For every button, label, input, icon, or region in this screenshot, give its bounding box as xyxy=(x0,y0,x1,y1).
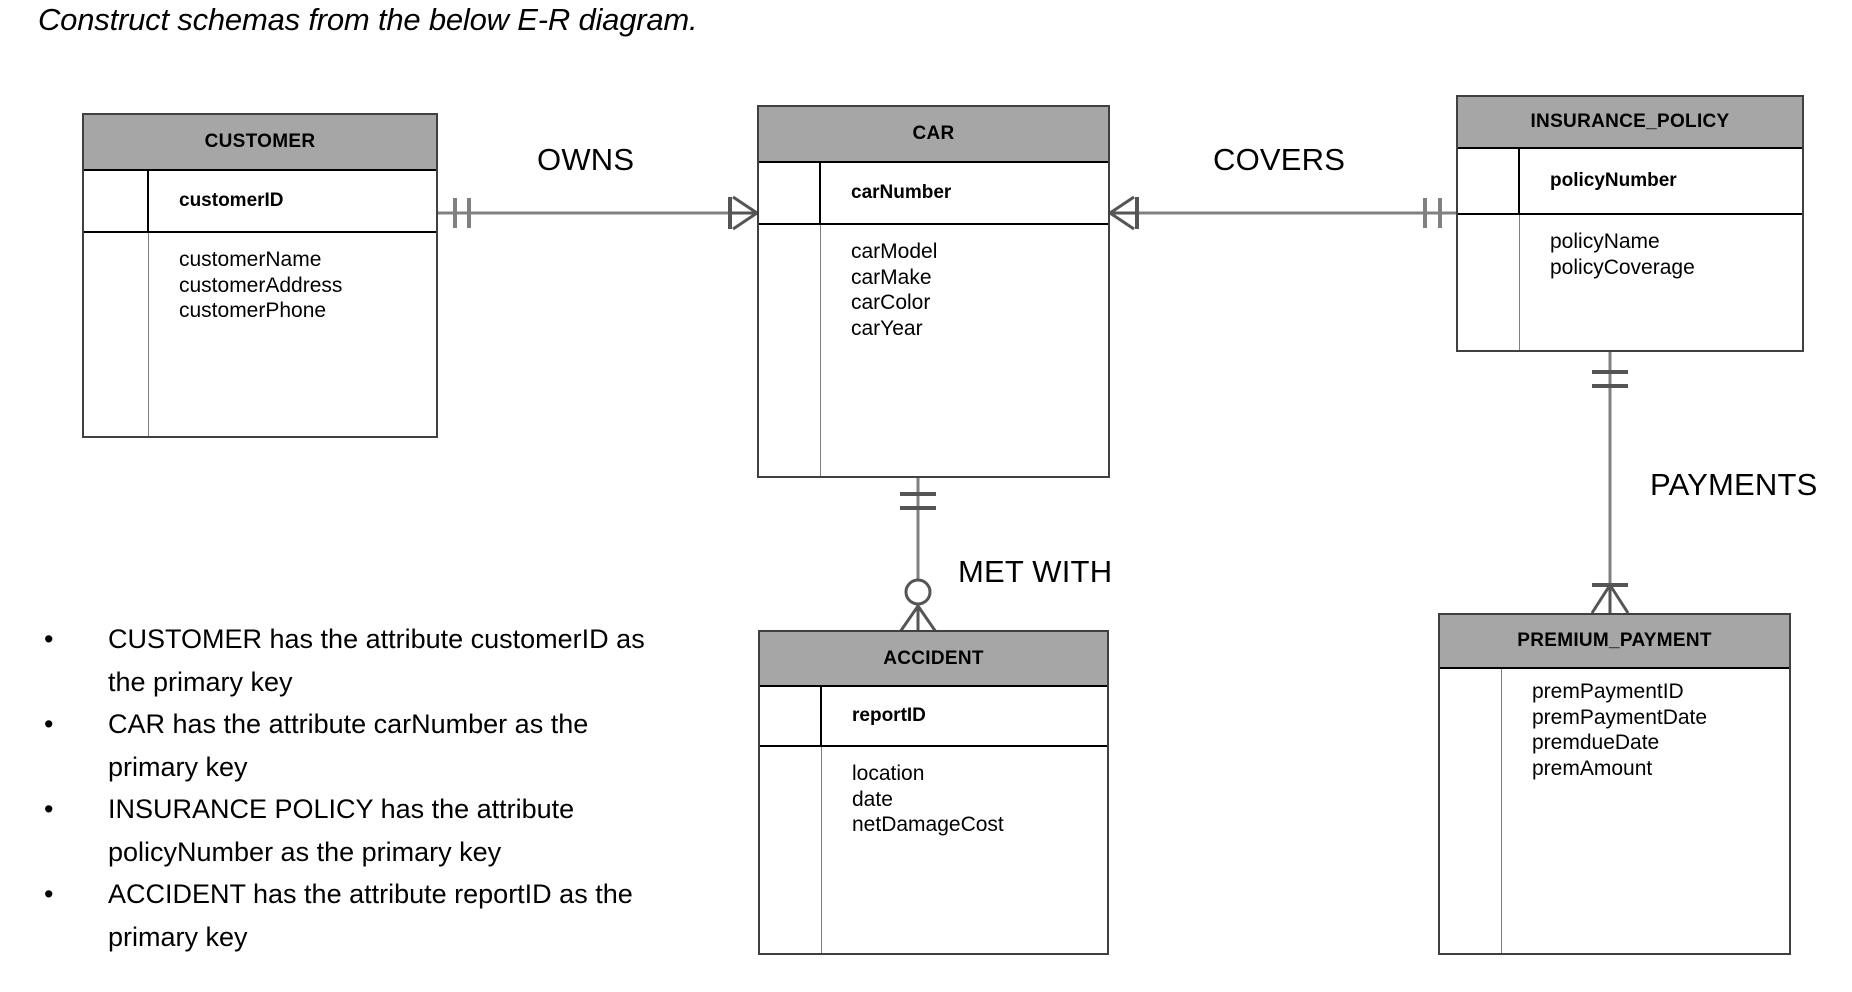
attribute: customerPhone xyxy=(179,299,327,322)
attribute: customerAddress xyxy=(179,273,343,297)
entity-accident-pk-row: reportID xyxy=(760,687,1107,747)
entity-insurance-policy[interactable]: INSURANCE_POLICY policyNumber policyName… xyxy=(1456,95,1804,352)
body-gutter xyxy=(1458,215,1520,350)
attribute: carColor xyxy=(851,291,931,314)
note-text: CUSTOMER has the attribute customerID as… xyxy=(108,624,645,697)
attribute: premPaymentID xyxy=(1532,680,1684,703)
entity-car[interactable]: CAR carNumber carModel carMake carColor … xyxy=(757,105,1110,478)
note-text: CAR has the attribute carNumber as the p… xyxy=(108,709,589,782)
bullet-glyph: • xyxy=(44,624,54,654)
body-gutter xyxy=(1440,669,1502,953)
entity-customer-body: customerName customerAddress customerPho… xyxy=(84,233,436,436)
list-item: • CAR has the attribute carNumber as the… xyxy=(30,703,670,788)
entity-premium-payment-header: PREMIUM_PAYMENT xyxy=(1440,615,1789,669)
connector-met-with xyxy=(898,478,938,633)
entity-customer-pk: customerID xyxy=(179,190,284,211)
entity-accident-pk: reportID xyxy=(852,705,926,726)
note-text: ACCIDENT has the attribute reportID as t… xyxy=(108,879,633,952)
attribute: policyName xyxy=(1550,230,1660,253)
entity-premium-payment-attributes: premPaymentID premPaymentDate premdueDat… xyxy=(1502,669,1707,953)
body-gutter xyxy=(760,747,822,953)
list-item: • CUSTOMER has the attribute customerID … xyxy=(30,618,670,703)
entity-customer-pk-row: customerID xyxy=(84,171,436,233)
entity-car-header: CAR xyxy=(759,107,1108,163)
body-gutter xyxy=(759,225,821,476)
pk-gutter xyxy=(84,171,149,231)
list-item: • INSURANCE POLICY has the attribute pol… xyxy=(30,788,670,873)
entity-car-attributes: carModel carMake carColor carYear xyxy=(821,225,937,476)
attribute: carYear xyxy=(851,316,923,340)
pk-gutter xyxy=(759,163,821,223)
attribute: carMake xyxy=(851,265,932,289)
attribute: customerName xyxy=(179,248,322,271)
page-title: Construct schemas from the below E-R dia… xyxy=(38,2,698,37)
relationship-label-owns: OWNS xyxy=(537,142,635,177)
entity-insurance-policy-body: policyName policyCoverage xyxy=(1458,215,1802,350)
entity-premium-payment[interactable]: PREMIUM_PAYMENT premPaymentID premPaymen… xyxy=(1438,613,1791,955)
connector-covers xyxy=(1109,195,1456,231)
pk-gutter xyxy=(760,687,822,745)
entity-accident-header: ACCIDENT xyxy=(760,632,1107,687)
attribute: policyCoverage xyxy=(1550,255,1695,279)
list-item: • ACCIDENT has the attribute reportID as… xyxy=(30,873,670,958)
entity-accident[interactable]: ACCIDENT reportID location date netDamag… xyxy=(758,630,1109,955)
entity-insurance-policy-pk-row: policyNumber xyxy=(1458,149,1802,215)
note-text: INSURANCE POLICY has the attribute polic… xyxy=(108,794,575,867)
entity-accident-body: location date netDamageCost xyxy=(760,747,1107,953)
entity-car-pk: carNumber xyxy=(851,182,952,203)
bullet-glyph: • xyxy=(44,709,54,739)
body-gutter xyxy=(84,233,149,436)
notes-list: • CUSTOMER has the attribute customerID … xyxy=(30,618,670,958)
entity-car-body: carModel carMake carColor carYear xyxy=(759,225,1108,476)
entity-insurance-policy-pk: policyNumber xyxy=(1550,170,1677,191)
relationship-label-covers: COVERS xyxy=(1213,142,1346,177)
entity-customer[interactable]: CUSTOMER customerID customerName custome… xyxy=(82,113,438,438)
entity-car-pk-row: carNumber xyxy=(759,163,1108,225)
attribute: premAmount xyxy=(1532,756,1653,780)
connector-owns xyxy=(438,195,758,231)
attribute: carModel xyxy=(851,240,938,263)
relationship-label-met-with: MET WITH xyxy=(958,554,1113,589)
attribute: location xyxy=(852,762,925,785)
bullet-glyph: • xyxy=(44,794,54,824)
primary-key-notes: • CUSTOMER has the attribute customerID … xyxy=(30,618,670,958)
entity-customer-attributes: customerName customerAddress customerPho… xyxy=(149,233,342,436)
bullet-glyph: • xyxy=(44,879,54,909)
entity-customer-header: CUSTOMER xyxy=(84,115,436,171)
attribute: premdueDate xyxy=(1532,731,1660,754)
entity-premium-payment-body: premPaymentID premPaymentDate premdueDat… xyxy=(1440,669,1789,953)
entity-insurance-policy-header: INSURANCE_POLICY xyxy=(1458,97,1802,149)
attribute: premPaymentDate xyxy=(1532,705,1708,729)
attribute: netDamageCost xyxy=(852,813,1004,836)
attribute: date xyxy=(852,787,893,811)
pk-gutter xyxy=(1458,149,1520,213)
entity-accident-attributes: location date netDamageCost xyxy=(822,747,1004,953)
relationship-label-payments: PAYMENTS xyxy=(1650,467,1818,502)
connector-payments xyxy=(1590,352,1630,614)
entity-insurance-policy-attributes: policyName policyCoverage xyxy=(1520,215,1695,350)
